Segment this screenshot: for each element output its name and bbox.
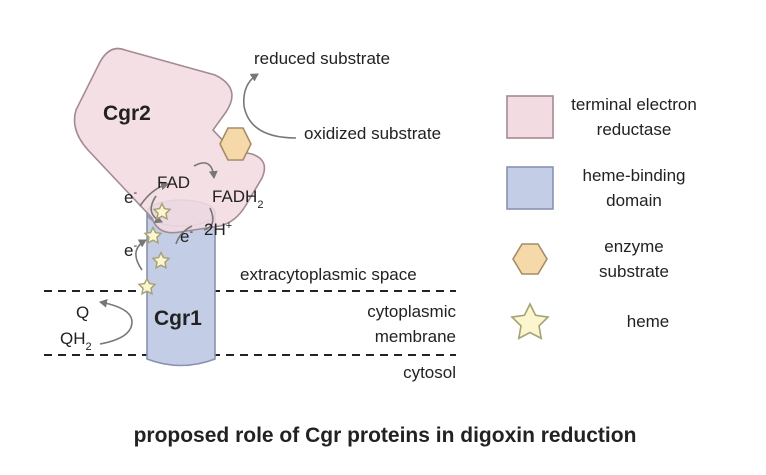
legend-reductase-swatch	[506, 95, 554, 139]
legend-heme-domain-line2: domain	[606, 191, 662, 210]
legend-heme-line1: heme	[627, 312, 670, 331]
electron-arrow-lower	[135, 239, 147, 271]
legend-heme-domain-swatch	[506, 166, 554, 210]
legend-reductase-line2: reductase	[597, 120, 672, 139]
electron-label-3: e-	[124, 240, 137, 260]
cgr2-label: Cgr2	[103, 102, 151, 125]
oxidized-substrate-label: oxidized substrate	[304, 124, 441, 143]
cytoplasmic-membrane-label-line2: membrane	[375, 327, 456, 346]
cgr2-terminal-electron-reductase	[73, 47, 266, 234]
quinone-label: Q	[76, 303, 89, 322]
substrate-hexagon	[219, 127, 252, 161]
quinone-cycle-arrow	[99, 298, 133, 345]
reduced-substrate-label: reduced substrate	[254, 49, 390, 68]
legend-substrate-line1: enzyme	[604, 237, 664, 256]
figure-title: proposed role of Cgr proteins in digoxin…	[134, 424, 637, 447]
extracytoplasmic-space-label: extracytoplasmic space	[240, 265, 417, 284]
heme-star-4	[137, 276, 157, 296]
electron-label-1: e-	[124, 187, 137, 207]
fad-cycle-arrow-left	[150, 195, 163, 224]
electron-arrow-upper	[139, 181, 169, 207]
electron-label-2: e-	[180, 226, 193, 246]
heme-star-3	[151, 250, 171, 270]
fad-cycle-arrow-top	[193, 162, 218, 179]
fad-label: FAD	[157, 173, 190, 192]
substrate-reduction-arrow	[242, 73, 297, 139]
legend-heme-domain-line1: heme-binding	[582, 166, 685, 185]
legend: terminal electron reductase heme-binding…	[506, 95, 697, 340]
heme-star-1	[152, 201, 172, 221]
legend-substrate-line2: substrate	[599, 262, 669, 281]
fadh2-label: FADH2	[212, 187, 263, 211]
fad-cycle-arrow-bottom	[203, 207, 214, 231]
protons-label: 2H+	[204, 220, 232, 239]
electron-arrow-middle	[175, 225, 193, 245]
cytoplasmic-membrane-label-line1: cytoplasmic	[367, 302, 456, 321]
quinol-label: QH2	[60, 329, 92, 353]
legend-substrate-hexagon-icon	[512, 243, 548, 275]
legend-reductase-line1: terminal electron	[571, 95, 697, 114]
heme-star-2	[143, 225, 163, 245]
cytosol-label: cytosol	[403, 363, 456, 382]
legend-heme-star-icon	[510, 302, 550, 340]
cgr1-label: Cgr1	[154, 307, 202, 330]
